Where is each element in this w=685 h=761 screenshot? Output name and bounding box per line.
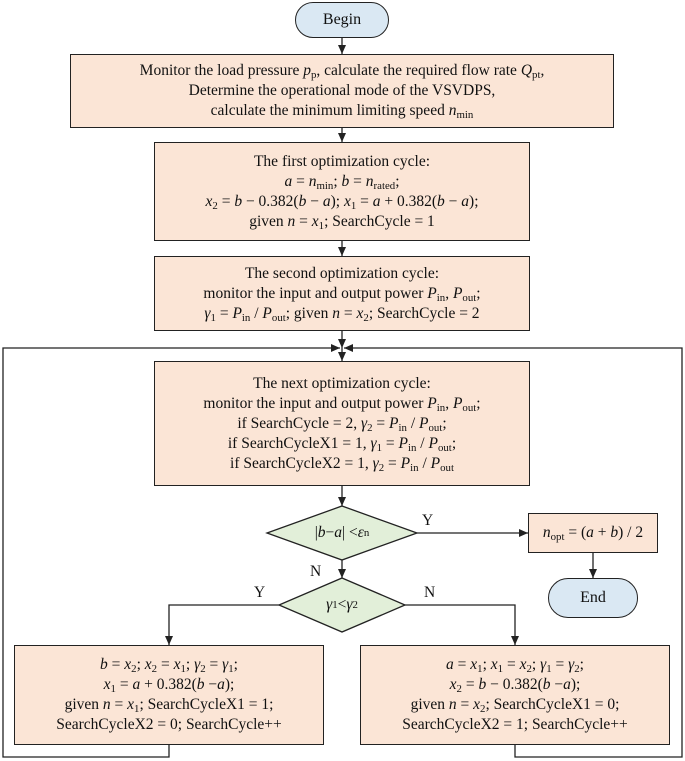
step2-process-box: The first optimization cycle: a = nmin; … [154,142,530,241]
step4-process-box: The next optimization cycle: monitor the… [154,361,530,486]
p-sub: p [310,69,317,81]
step3-line3: γ1 = Pin / Pout; given n = x2; SearchCyc… [204,304,480,324]
left-box-line4: SearchCycleX2 = 0; SearchCycle++ [56,716,282,733]
step2-line3: x2 = b − 0.382(b − a); x1 = a + 0.382(b … [205,192,479,212]
loop-right [344,344,683,758]
n-var: n [448,102,457,119]
decision2-diamond [277,577,407,633]
q-sub: pt [532,69,541,81]
step4-line4: if SearchCycleX1 = 1, γ1 = Pin / Pout; [227,434,457,454]
step1-line2: Determine the operational mode of the VS… [188,82,496,99]
step2-line2: a = nmin; b = nrated; [284,172,400,192]
step3-line2: monitor the input and output power Pin, … [203,284,481,304]
right-box-line4: SearchCycleX2 = 1; SearchCycle++ [402,716,628,733]
right-update-box: a = x1; x1 = x2; γ1 = γ2; x2 = b − 0.382… [360,645,670,745]
decision1-diamond [265,505,419,561]
right-box-line3: given n = x2; SearchCycleX1 = 0; [410,696,620,715]
p-var: p [303,62,311,79]
loop-left [2,344,340,758]
step4-line5: if SearchCycleX2 = 1, γ2 = Pin / Pout [230,454,454,474]
right-box-line2: x2 = b − 0.382(b −a); [449,676,581,695]
step4-line2: monitor the input and output power Pin, … [203,394,481,414]
step1-line1: Monitor the load pressure pp, calculate … [140,61,545,81]
step1-line3: calculate the minimum limiting speed nmi… [211,101,474,121]
begin-terminal: Begin [295,2,389,38]
step1-line1-mid: , calculate the required flow rate [316,62,521,79]
step4-line3: if SearchCycle = 2, γ2 = Pin / Pout; [237,414,447,434]
opt-result-text: nopt = (a + b) / 2 [542,524,644,543]
right-box-line1: a = x1; x1 = x2; γ1 = γ2; [446,656,584,675]
end-terminal: End [548,578,638,618]
arrow-decision2-no [405,604,519,645]
step1-line1-pre: Monitor the load pressure [139,62,304,79]
arrow-decision2-yes [165,604,279,645]
q-var: Q [520,62,533,79]
n-sub: min [456,109,474,121]
decision2-yes-label: Y [254,584,266,601]
left-box-line1: b = x2; x2 = x1; γ2 = γ1; [100,656,238,675]
left-box-line3: given n = x1; SearchCycleX1 = 1; [64,696,274,715]
step3-title: The second optimization cycle: [244,264,440,282]
begin-label: Begin [322,11,362,28]
step2-line4: given n = x1; SearchCycle = 1 [249,212,435,232]
step1-line3-pre: calculate the minimum limiting speed [210,102,449,119]
step2-title: The first optimization cycle: [253,152,431,170]
opt-result-box: nopt = (a + b) / 2 [528,513,658,553]
end-label: End [580,589,606,606]
step4-title: The next optimization cycle: [253,374,431,392]
decision1-no-label: N [310,563,322,580]
decision1-yes-label: Y [422,512,434,529]
step1-process-box: Monitor the load pressure pp, calculate … [70,54,614,128]
step3-process-box: The second optimization cycle: monitor t… [154,256,530,331]
left-box-line2: x1 = a + 0.382(b −a); [103,676,235,695]
step1-line1-post: , [540,62,545,79]
left-update-box: b = x2; x2 = x1; γ2 = γ1; x1 = a + 0.382… [14,645,324,745]
decision2-no-label: N [424,584,436,601]
